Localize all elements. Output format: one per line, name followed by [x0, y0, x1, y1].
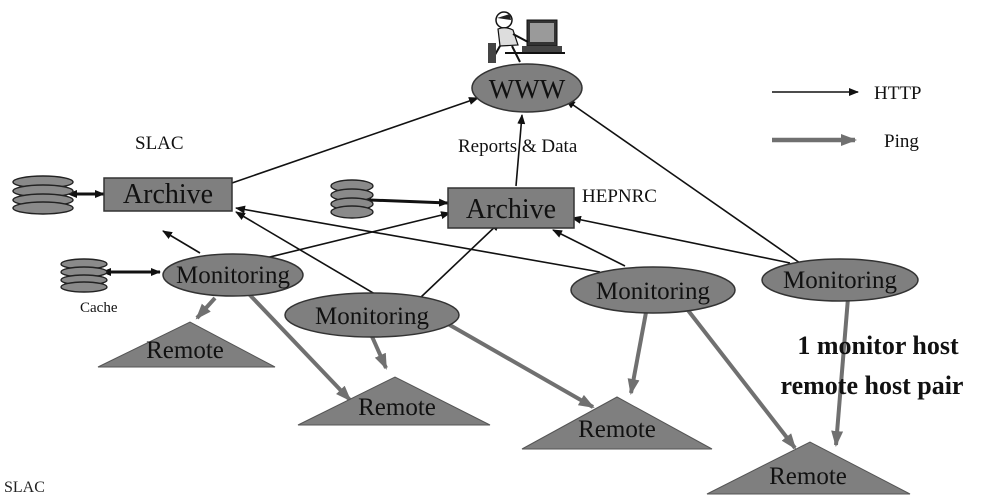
www-label: WWW: [489, 74, 566, 104]
monitoring-host-1: Monitoring: [162, 253, 304, 297]
http-arrow: [231, 97, 479, 184]
footer-logo-text: SLAC: [4, 479, 45, 496]
site-label-slac: SLAC: [135, 133, 184, 154]
http-arrow: [235, 211, 386, 301]
http-arrow: [162, 230, 201, 254]
monitoring-host-3: Monitoring: [570, 266, 736, 314]
ping-arrows: [195, 291, 850, 450]
cache-label: Cache: [80, 300, 118, 316]
archive-hepnrc: Archive: [447, 187, 575, 229]
remote-host-3: Remote: [521, 396, 713, 450]
ping-arrow: [246, 291, 352, 402]
site-label-hepnrc: HEPNRC: [582, 186, 657, 207]
remote-host-4: Remote: [706, 441, 911, 495]
database-icon: [330, 179, 374, 219]
storage-links: [67, 190, 449, 276]
legend: HTTP Ping: [772, 83, 922, 152]
database-icon: [12, 175, 74, 215]
archive-slac: Archive: [103, 177, 233, 212]
remote-label: Remote: [146, 337, 224, 364]
remote-host-1: Remote: [97, 321, 276, 368]
legend-ping-label: Ping: [884, 131, 919, 152]
www-node: WWW: [471, 63, 583, 113]
note-line-2: remote host pair: [781, 371, 964, 400]
monitoring-label: Monitoring: [315, 303, 429, 330]
remote-label: Remote: [358, 394, 436, 421]
legend-http-label: HTTP: [874, 83, 922, 104]
database-icon: [60, 258, 108, 293]
ping-arrow: [831, 297, 850, 447]
http-arrow: [419, 221, 501, 299]
http-arrow: [571, 215, 791, 264]
ping-arrow: [447, 322, 595, 409]
archive-label: Archive: [123, 179, 213, 210]
monitoring-label: Monitoring: [596, 278, 710, 305]
archive-storage-link: [361, 196, 449, 207]
monitoring-label: Monitoring: [783, 267, 897, 294]
ping-arrow: [627, 306, 649, 395]
reports-data-label: Reports & Data: [458, 136, 578, 157]
ping-arrow: [195, 296, 217, 320]
monitoring-label: Monitoring: [176, 262, 290, 289]
ping-arrow: [678, 298, 797, 450]
note-line-1: 1 monitor host: [797, 331, 959, 360]
monitoring-host-2: Monitoring: [284, 292, 460, 338]
archive-label: Archive: [466, 194, 556, 225]
remote-label: Remote: [769, 463, 847, 490]
monitoring-host-4: Monitoring: [761, 258, 919, 302]
remote-host-2: Remote: [297, 376, 491, 426]
ping-arrow: [368, 331, 388, 370]
person-at-computer-icon: [488, 11, 565, 63]
http-arrow: [565, 99, 801, 264]
http-arrow: [515, 114, 526, 187]
http-arrow: [235, 205, 601, 273]
http-arrow: [552, 229, 626, 267]
remote-label: Remote: [578, 416, 656, 443]
